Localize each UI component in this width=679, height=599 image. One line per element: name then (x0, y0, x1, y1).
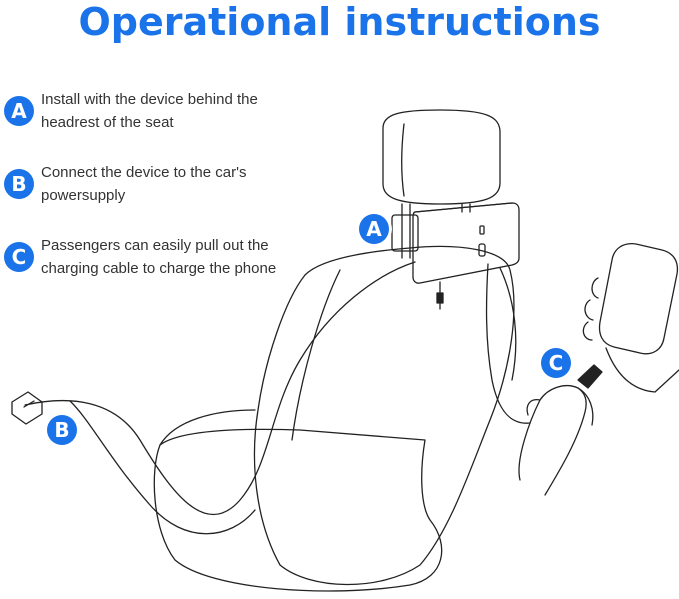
hand-plug (577, 364, 603, 389)
pulled-cable (485, 263, 531, 424)
seat-cushion (153, 428, 443, 592)
step-badge: A (4, 96, 34, 126)
marker-c: C (541, 348, 571, 378)
power-plug-slot (23, 400, 35, 408)
power-cable-loop (69, 400, 256, 535)
seat-back-right (499, 267, 517, 381)
step-b: B Connect the device to the car's powers… (4, 161, 314, 207)
step-text: Install with the device behind the headr… (41, 91, 258, 131)
page-title: Operational instructions (78, 0, 601, 44)
cable-hand-fingers (526, 387, 594, 426)
phone-hand (582, 277, 679, 393)
power-plug (11, 391, 43, 425)
step-text: Connect the device to the car's powersup… (41, 164, 247, 204)
step-a: A Install with the device behind the hea… (4, 88, 314, 134)
seat-cushion-front (159, 409, 256, 446)
marker-a: A (359, 214, 389, 244)
step-text: Passengers can easily pull out the charg… (41, 237, 277, 277)
seat-back-inner (291, 269, 341, 441)
usb-port (478, 243, 486, 257)
power-cable (24, 261, 416, 515)
step-badge: B (4, 169, 34, 199)
step-badge: C (4, 242, 34, 272)
clamp (391, 214, 419, 252)
step-c: C Passengers can easily pull out the cha… (4, 234, 314, 280)
phone (598, 242, 679, 355)
charger-device (412, 202, 520, 284)
seat-back (253, 245, 515, 586)
usb-port (479, 225, 485, 235)
cable-plug (436, 292, 444, 304)
headrest-inner (401, 123, 405, 197)
marker-b: B (47, 415, 77, 445)
charger-device-top (414, 202, 513, 213)
headrest (382, 109, 501, 205)
